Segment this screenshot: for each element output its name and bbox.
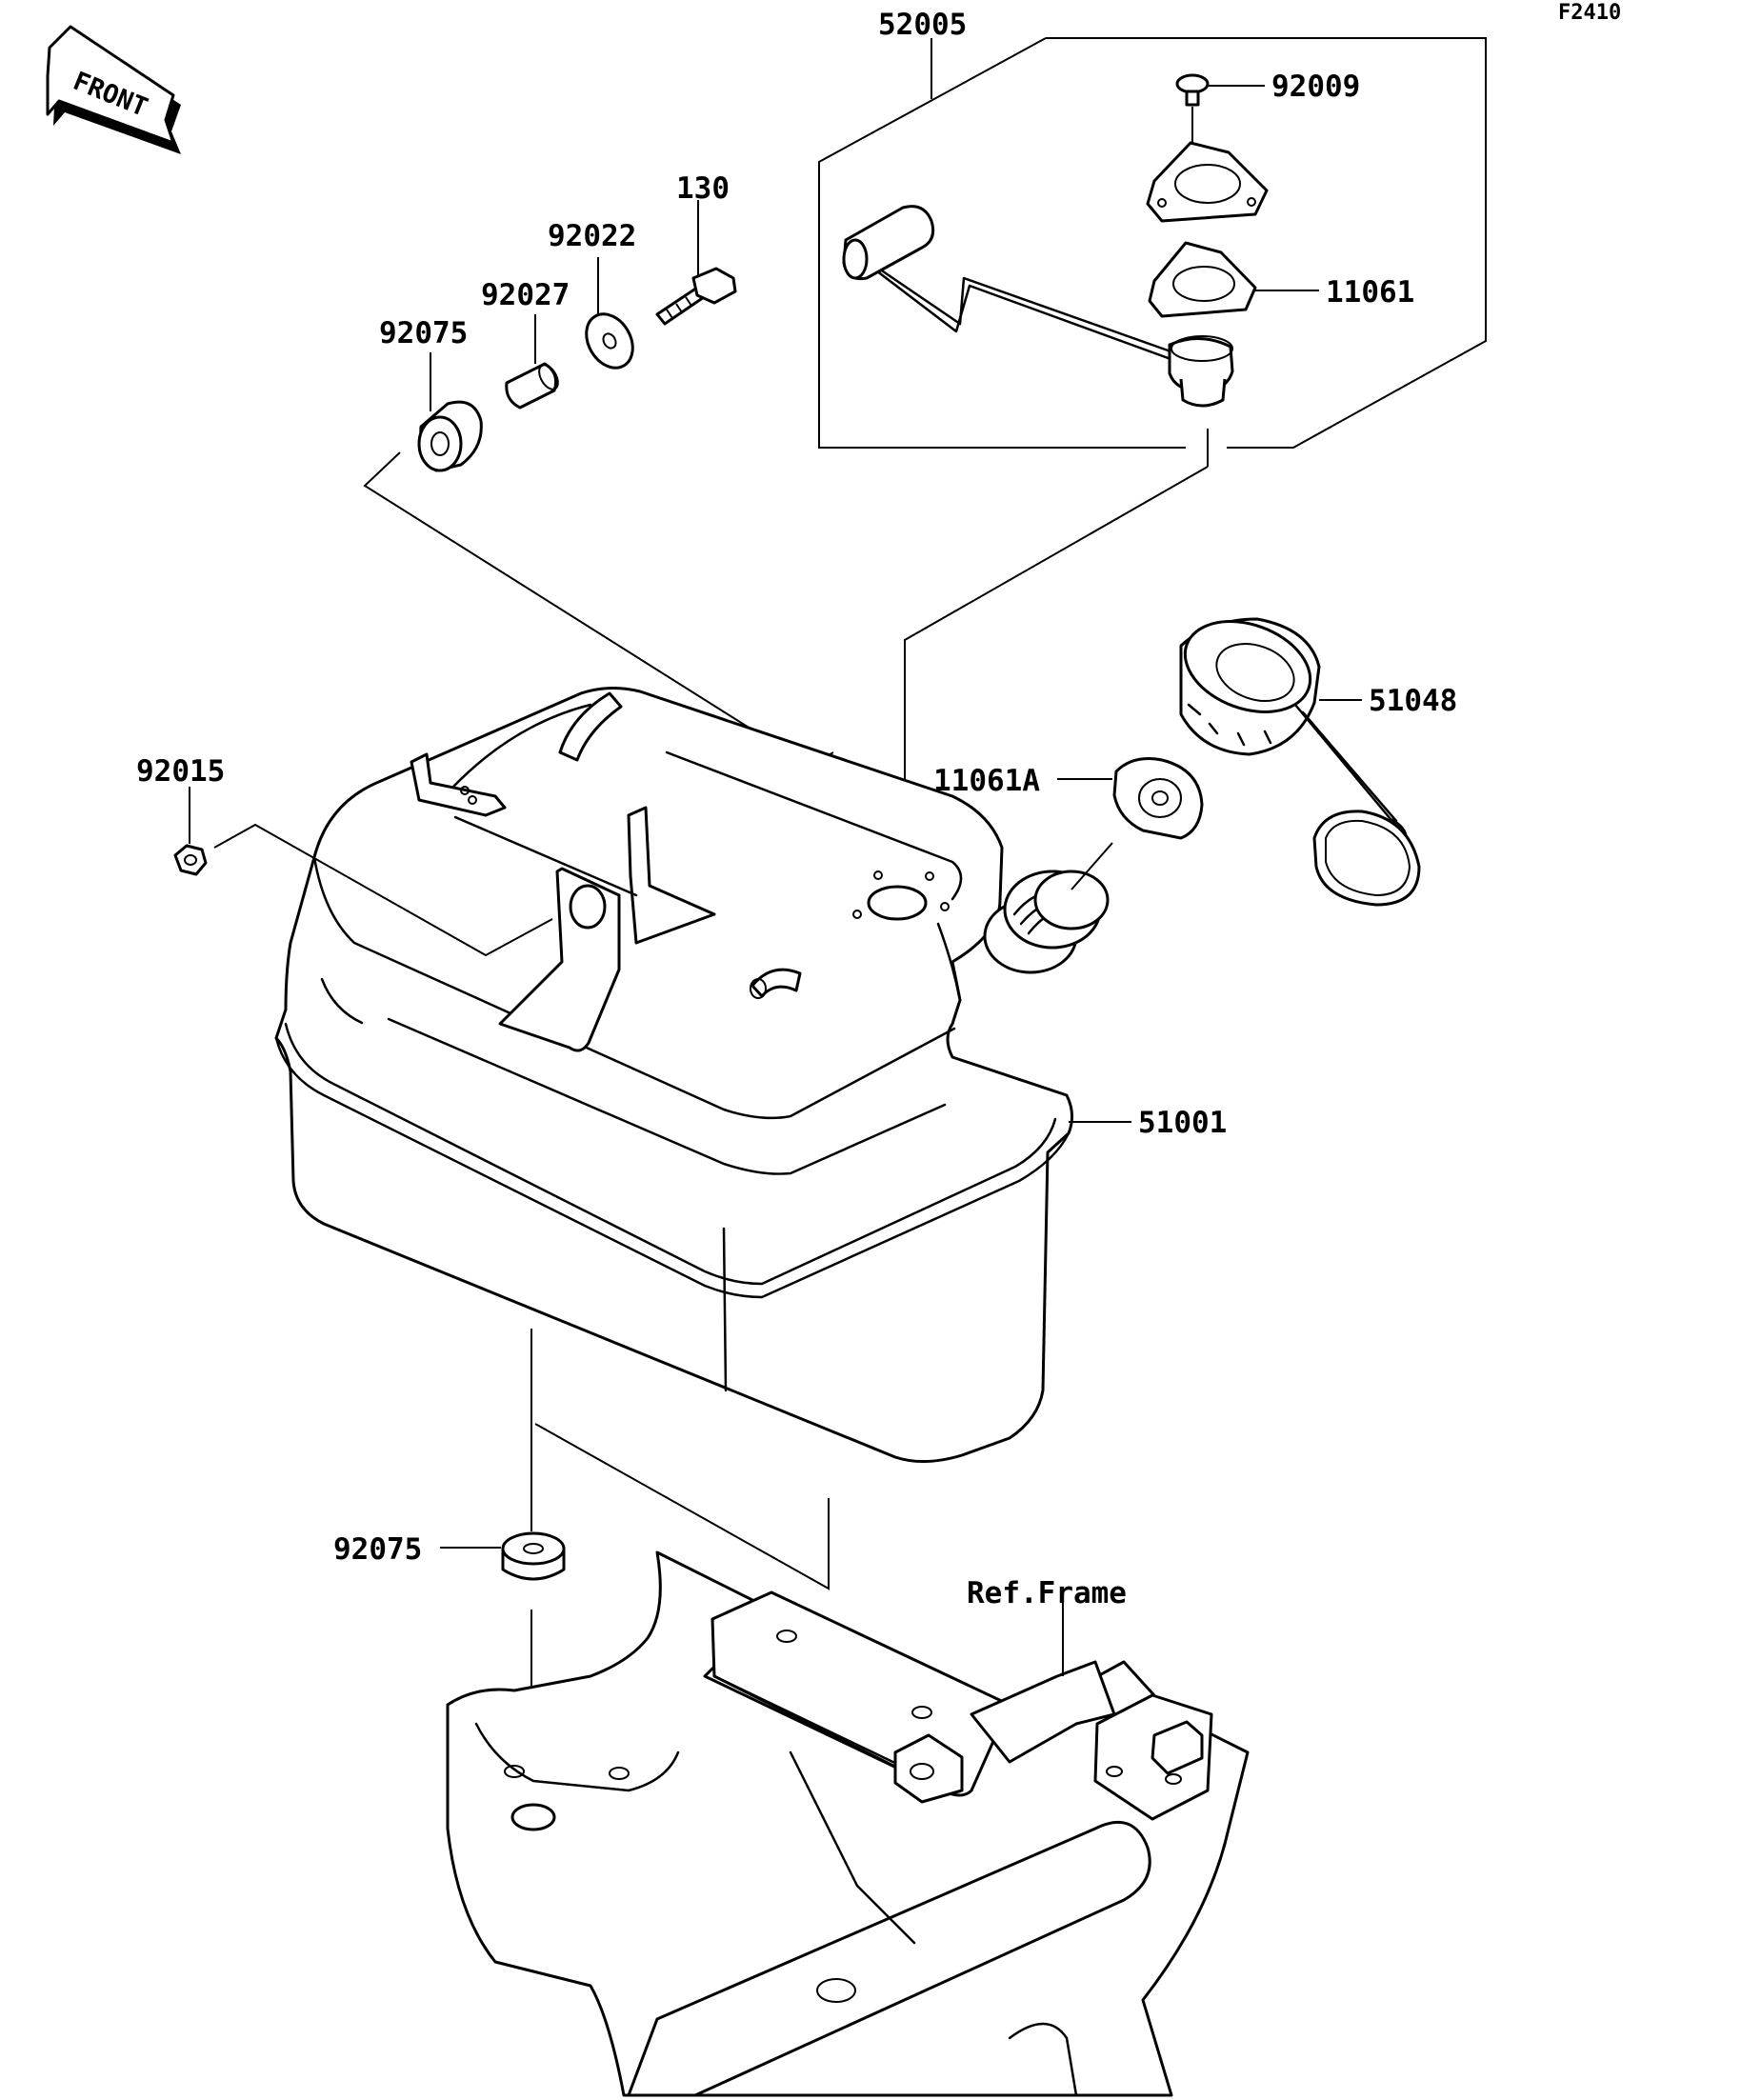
callout-51001: 51001 [1138, 1106, 1227, 1140]
retaining-plate [1146, 141, 1269, 223]
callout-92015: 92015 [136, 754, 225, 789]
gasket-11061A [1057, 757, 1204, 890]
fuel-cap-51048 [1179, 617, 1421, 907]
collar-92027 [505, 314, 559, 410]
rubber-mount-92075-top [417, 352, 483, 472]
bolt-130 [655, 200, 737, 326]
callout-130: 130 [676, 171, 730, 206]
callout-92075-top: 92075 [379, 316, 468, 350]
screw-92009 [1175, 73, 1265, 156]
callout-11061: 11061 [1326, 275, 1414, 310]
vehicle-frame-reference [446, 1550, 1250, 2097]
ref-frame-label: Ref.Frame [967, 1576, 1127, 1610]
callout-92022: 92022 [548, 219, 636, 253]
figure-code: F2410 [1558, 1, 1621, 25]
gasket-11061 [1148, 241, 1319, 318]
nut-92015 [173, 787, 553, 957]
front-arrow-icon: FRONT [46, 25, 181, 154]
fuel-tank-51001 [274, 687, 1110, 1464]
callout-92009: 92009 [1271, 70, 1360, 104]
callout-51048: 51048 [1369, 684, 1457, 718]
callout-92075-bottom: 92075 [333, 1532, 422, 1567]
washer-92022 [585, 257, 634, 370]
fuel-level-sender [842, 205, 1234, 408]
callout-11061A: 11061A [933, 764, 1040, 798]
sender-unit-group-outline [818, 37, 1487, 467]
callout-52005: 52005 [878, 8, 967, 42]
leader-tank-to-frame [534, 1423, 830, 1590]
callout-92027: 92027 [481, 278, 570, 312]
